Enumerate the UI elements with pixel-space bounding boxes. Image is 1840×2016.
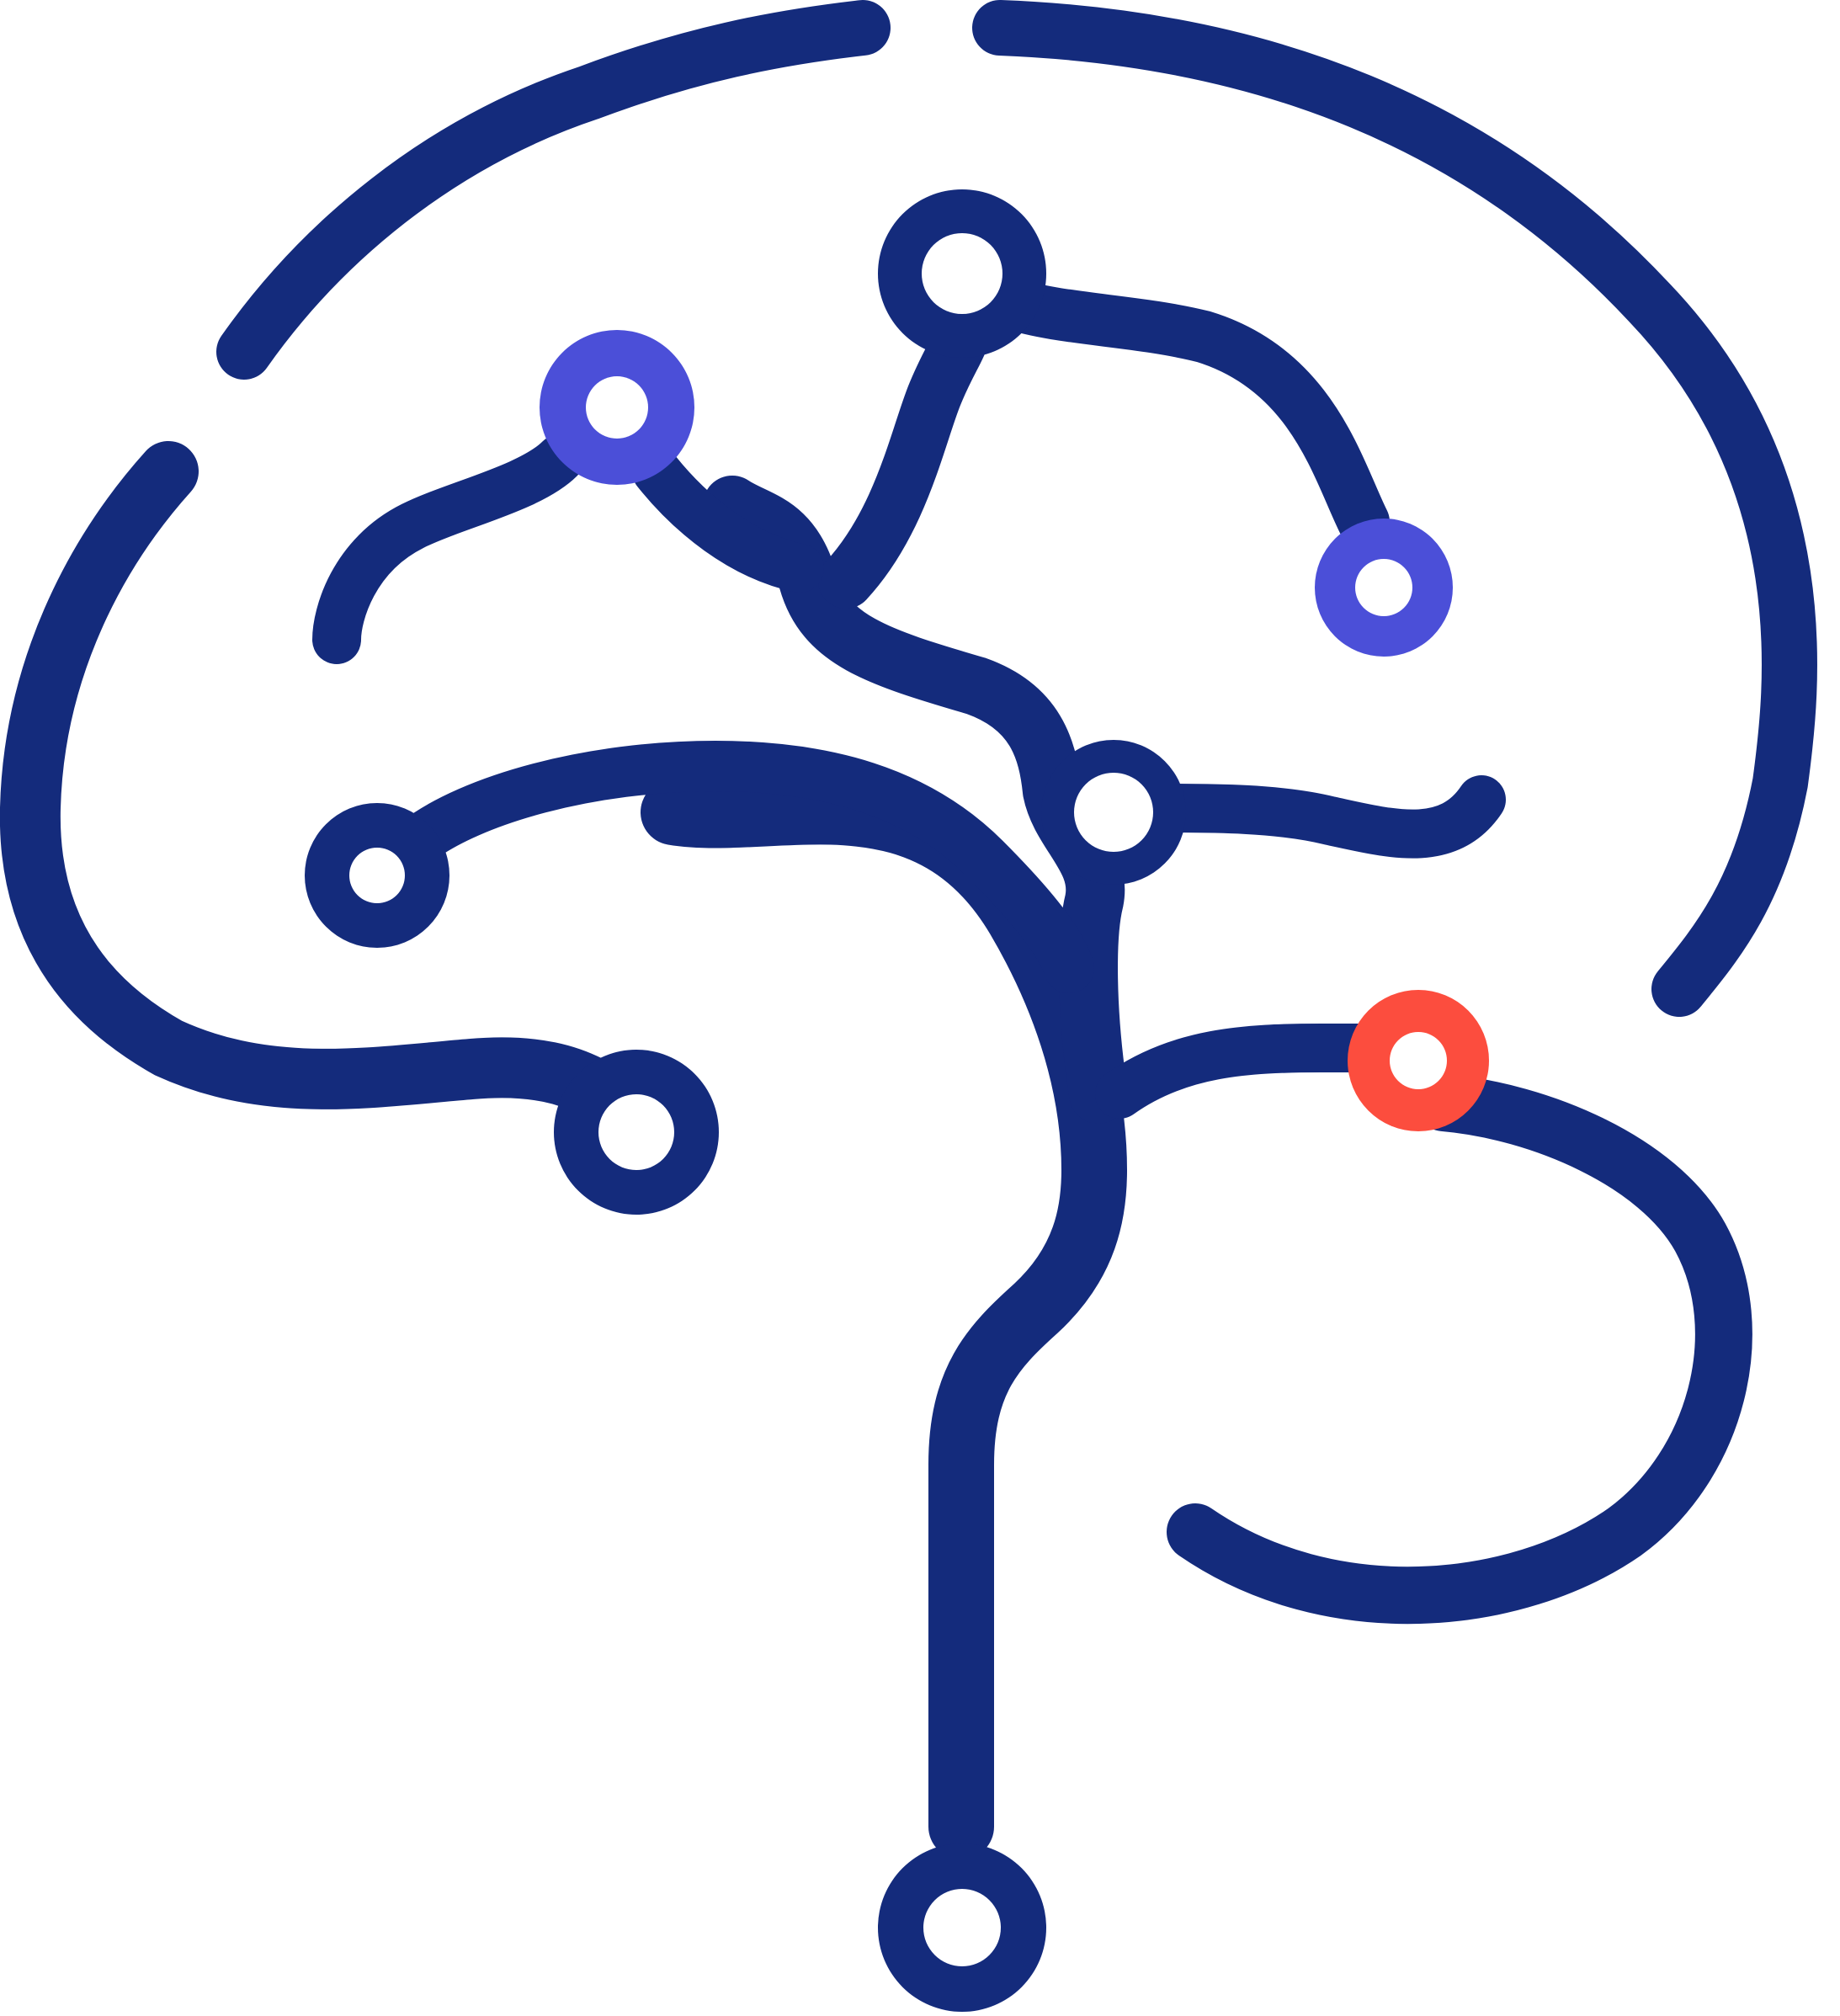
branch-mid-left bbox=[391, 741, 1094, 993]
node-lower-left bbox=[554, 1050, 719, 1215]
node-mid bbox=[1041, 740, 1186, 885]
node-violet-right bbox=[1315, 519, 1453, 657]
node-bottom bbox=[878, 1843, 1046, 2012]
branch-top-right bbox=[984, 277, 1390, 548]
branch-red-in bbox=[1095, 1024, 1405, 1119]
branch-violet-center bbox=[632, 447, 824, 593]
brain-outline-left bbox=[0, 441, 620, 1116]
tree-branches bbox=[312, 277, 1752, 1625]
node-top bbox=[878, 189, 1046, 358]
brain-outline-top-left bbox=[216, 0, 891, 380]
tree-trunk bbox=[641, 476, 1128, 1859]
trunk-stem bbox=[641, 779, 1127, 1859]
brain-outline-right bbox=[972, 0, 1817, 1017]
brain-outline bbox=[0, 0, 1817, 1116]
node-red bbox=[1348, 990, 1489, 1131]
node-violet-left bbox=[540, 330, 694, 485]
tree-nodes bbox=[305, 189, 1489, 2012]
node-left bbox=[305, 803, 449, 948]
branch-mid-right bbox=[1137, 775, 1506, 859]
branch-violet-left bbox=[312, 434, 584, 664]
branch-right-loop bbox=[1167, 1074, 1752, 1625]
branch-top-center bbox=[818, 301, 990, 609]
